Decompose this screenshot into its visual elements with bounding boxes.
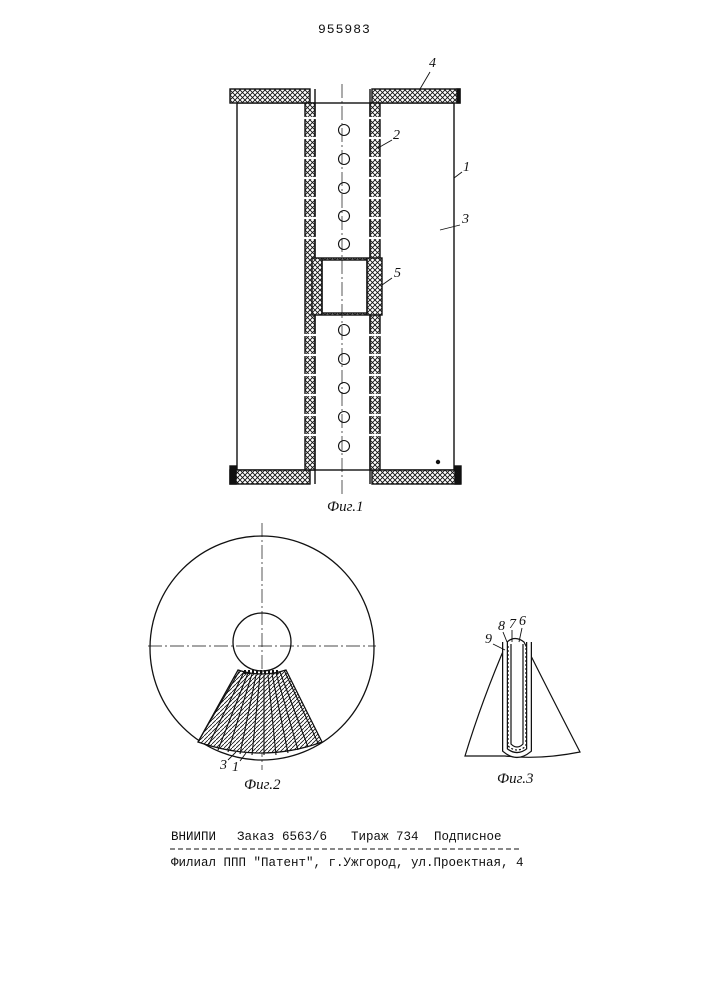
fig1-label-5: 5 — [394, 266, 401, 282]
fig1-label-3: 3 — [462, 212, 469, 228]
fig2-label-1: 1 — [232, 760, 239, 776]
fig3-label-8: 8 — [498, 619, 505, 635]
figure-3 — [465, 628, 580, 757]
top-end-cap — [230, 89, 310, 103]
footer-subscription: Подписное — [434, 830, 502, 844]
bottom-end-cap-right — [372, 470, 460, 484]
bottom-end-cap — [230, 470, 310, 484]
fig1-caption: Фиг.1 — [327, 499, 363, 516]
fig2-caption: Фиг.2 — [244, 777, 280, 794]
fig1-label-2: 2 — [393, 128, 400, 144]
fig3-caption: Фиг.3 — [497, 771, 533, 788]
fig3-label-9: 9 — [485, 632, 492, 648]
footer-order: Заказ 6563/6 — [237, 830, 327, 844]
figure-1 — [230, 72, 462, 494]
top-end-cap-right — [372, 89, 460, 103]
fig2-label-3: 3 — [220, 758, 227, 774]
footer-address: Филиал ППП "Патент", г.Ужгород, ул.Проек… — [171, 856, 524, 870]
fig3-label-7: 7 — [509, 617, 516, 633]
fig1-label-1: 1 — [463, 160, 470, 176]
patent-number: 955983 — [318, 22, 371, 37]
footer-print-run: Тираж 734 — [351, 830, 419, 844]
fig1-label-4: 4 — [429, 56, 436, 72]
figure-2 — [148, 523, 376, 770]
fig3-label-6: 6 — [519, 614, 526, 630]
footer-org: ВНИИПИ — [171, 830, 216, 844]
